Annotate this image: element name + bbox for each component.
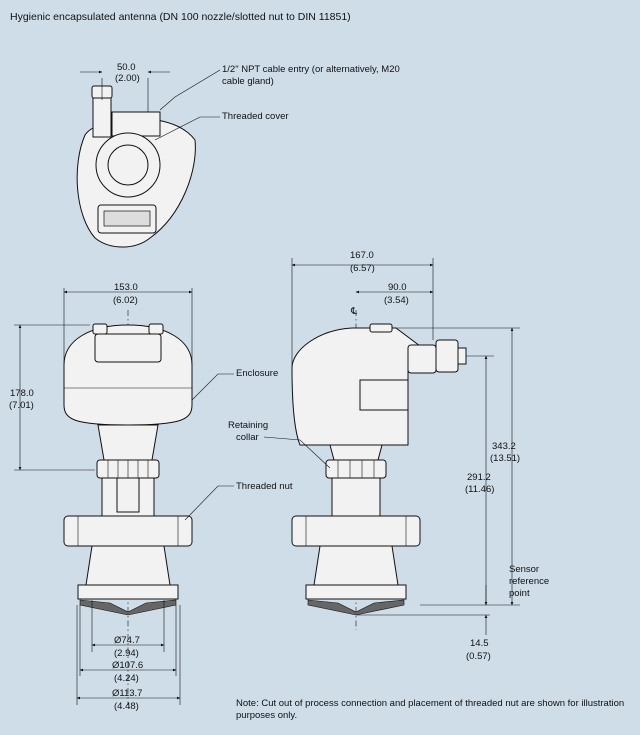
dia-3: Ø113.7 — [112, 688, 142, 699]
top-view-neck — [111, 111, 161, 137]
dia-2: Ø107.6 — [112, 660, 143, 671]
height-total-dim-in: (13.51) — [490, 453, 520, 464]
side-cutout — [307, 599, 405, 616]
side-horn — [313, 545, 399, 586]
sensor-label-2: reference — [509, 576, 549, 587]
side-view: ℄ 167.0 (6.57) 90.0 (3.5 — [228, 250, 549, 662]
front-width-dim: 153.0 — [114, 282, 138, 293]
drawing-title: Hygienic encapsulated antenna (DN 100 no… — [10, 11, 351, 23]
enclosure-label: Enclosure — [236, 368, 278, 379]
front-neck — [97, 424, 159, 461]
cable-entry-label: 1/2" NPT cable entry (or alternatively, … — [222, 64, 400, 75]
front-height-dim-in: (7.01) — [9, 400, 34, 411]
front-flange — [77, 584, 179, 600]
height-mid-dim: 291.2 — [467, 472, 491, 483]
cable-entry-label-2: cable gland) — [222, 76, 274, 87]
front-cutout — [79, 599, 177, 616]
sensor-label: Sensor — [509, 564, 539, 575]
retaining-collar-label-2: collar — [236, 432, 259, 443]
top-width-dim: 50.0 — [117, 62, 136, 73]
dia-1-in: (2.94) — [114, 648, 139, 659]
top-view: 50.0 (2.00) 1/2" NPT cable entry (or alt… — [76, 62, 400, 248]
tip-dim-in: (0.57) — [466, 651, 491, 662]
side-neck — [329, 444, 383, 461]
side-panel — [359, 379, 409, 411]
side-half-width-dim: 90.0 — [388, 282, 407, 293]
side-half-width-dim-in: (3.54) — [384, 295, 409, 306]
front-threaded-nut — [63, 515, 193, 547]
height-total-dim: 343.2 — [492, 441, 516, 452]
dia-3-in: (4.48) — [114, 701, 139, 712]
side-flange — [305, 584, 407, 600]
front-horn — [85, 545, 171, 586]
height-mid-dim-in: (11.46) — [465, 484, 494, 495]
sensor-label-3: point — [509, 588, 530, 599]
side-retaining-collar — [325, 459, 387, 479]
threaded-nut-label: Threaded nut — [236, 481, 293, 492]
side-shaft — [331, 477, 381, 517]
dia-1: Ø74.7 — [114, 635, 140, 646]
side-gland — [407, 344, 437, 374]
side-total-width-dim-in: (6.57) — [350, 263, 375, 274]
front-height-dim: 178.0 — [10, 388, 34, 399]
top-width-dim-in: (2.00) — [115, 73, 140, 84]
front-view: 153.0 (6.02) 178.0 (7.01) Enclosure Thre… — [9, 282, 293, 712]
retaining-collar-label: Retaining — [228, 420, 268, 431]
illustration-note: Note: Cut out of process connection and … — [236, 698, 625, 721]
front-width-dim-in: (6.02) — [113, 295, 138, 306]
threaded-cover-label: Threaded cover — [222, 111, 289, 122]
front-display — [94, 333, 162, 363]
side-gland-nut — [435, 339, 459, 373]
cable-gland — [92, 96, 112, 138]
tip-dim: 14.5 — [470, 638, 489, 649]
side-threaded-nut — [291, 515, 421, 547]
side-total-width-dim: 167.0 — [350, 250, 374, 261]
centerline-symbol: ℄ — [350, 306, 358, 317]
dia-2-in: (4.24) — [114, 673, 139, 684]
